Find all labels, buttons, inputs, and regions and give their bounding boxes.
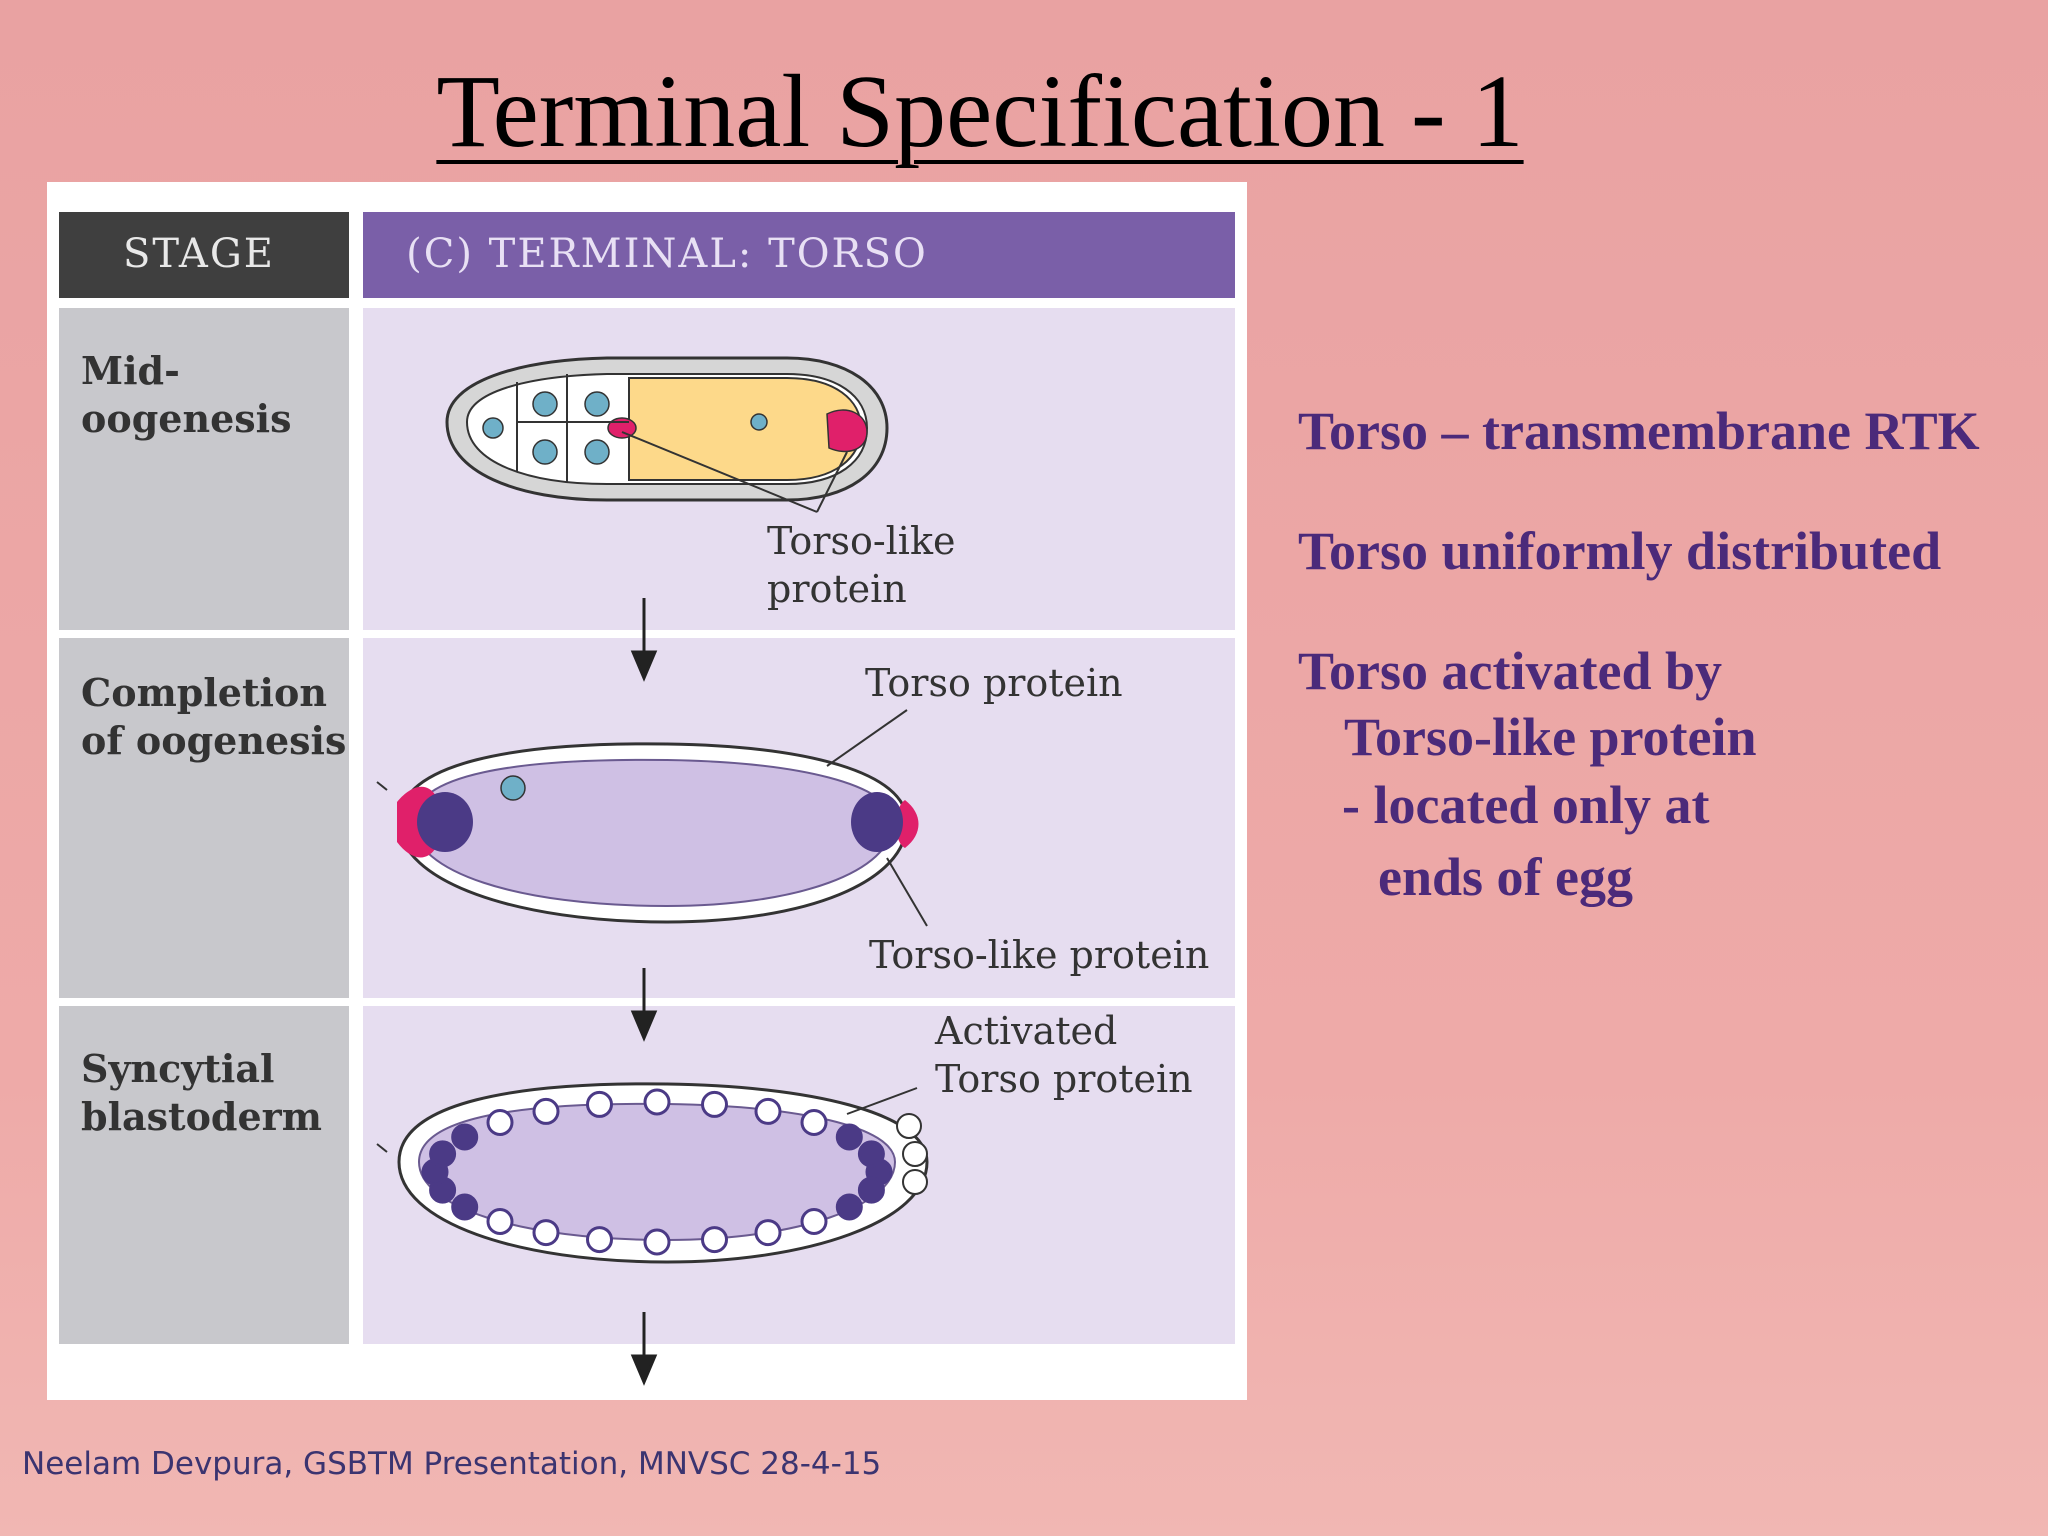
blastoderm-nucleus — [835, 1193, 863, 1221]
blastoderm-nucleus — [586, 1090, 613, 1118]
stage-2-line2: of oogenesis — [81, 718, 346, 763]
blastoderm-nucleus — [701, 1090, 728, 1118]
blastoderm-nucleus — [701, 1226, 728, 1254]
bullet-2: Torso uniformly distributed — [1298, 521, 1942, 581]
blastoderm-nucleus — [857, 1140, 885, 1168]
stage-3-line1: Syncytial — [81, 1046, 274, 1091]
label-activated-a: Activated — [934, 1009, 1117, 1053]
stage-1-line1: Mid- — [81, 348, 180, 393]
header-panel-label: (C) TERMINAL: TORSO — [406, 231, 928, 277]
blastoderm-nucleus — [532, 1097, 560, 1125]
label-torso-like-1b: protein — [767, 567, 907, 611]
arrow-3 — [630, 1312, 658, 1386]
stage-2-line1: Completion — [81, 670, 327, 715]
blastoderm-nucleus — [429, 1140, 457, 1168]
figure-svg: STAGE (C) TERMINAL: TORSO Mid- oogenesis… — [59, 212, 1235, 1386]
blastoderm-nucleus — [486, 1208, 514, 1235]
egg-completion-oogenesis — [376, 709, 928, 927]
blastoderm-nucleus — [586, 1226, 613, 1254]
stage-cell-1 — [59, 308, 349, 630]
label-torso-protein: Torso protein — [865, 661, 1123, 705]
stage-cell-2 — [59, 638, 349, 998]
blastoderm-nucleus — [532, 1219, 560, 1247]
blastoderm-nucleus — [754, 1219, 782, 1247]
terminal-torso-figure: STAGE (C) TERMINAL: TORSO Mid- oogenesis… — [47, 182, 1247, 1400]
blastoderm-nucleus — [754, 1097, 782, 1125]
bullet-3-sub-2: - located only at — [1342, 775, 1710, 835]
blastoderm-nucleus — [451, 1193, 479, 1221]
bullet-3-sub-1: Torso-like protein — [1344, 707, 1757, 767]
arrow-1 — [630, 598, 658, 682]
blastoderm-nucleus — [835, 1123, 863, 1151]
blastoderm-nucleus — [643, 1088, 671, 1116]
header-stage-cell — [59, 212, 349, 298]
footer-credit: Neelam Devpura, GSBTM Presentation, MNVS… — [22, 1446, 882, 1482]
bullet-3-sub-3: ends of egg — [1378, 847, 1633, 907]
label-activated-b: Torso protein — [935, 1057, 1193, 1101]
blastoderm-nucleus — [800, 1109, 828, 1136]
header-stage-label: STAGE — [123, 231, 275, 277]
stage-1-line2: oogenesis — [81, 396, 291, 441]
bullet-1: Torso – transmembrane RTK — [1298, 401, 1980, 461]
label-torso-like-2: Torso-like protein — [869, 933, 1209, 977]
bullet-3: Torso activated by — [1298, 641, 1723, 701]
arrow-2 — [630, 968, 658, 1042]
header-panel-cell — [363, 212, 1235, 298]
blastoderm-nucleus — [643, 1228, 671, 1256]
blastoderm-nucleus — [857, 1176, 885, 1204]
egg-syncytial-blastoderm — [376, 1082, 929, 1264]
stage-3-line2: blastoderm — [81, 1094, 322, 1139]
blastoderm-nucleus — [800, 1208, 828, 1235]
blastoderm-nucleus — [486, 1109, 514, 1136]
label-torso-like-1a: Torso-like — [767, 519, 955, 563]
blastoderm-nucleus — [451, 1123, 479, 1151]
slide-title: Terminal Specification - 1 — [436, 54, 1524, 169]
stage-cell-3 — [59, 1006, 349, 1344]
egg-chamber-mid-oogenesis — [445, 356, 889, 513]
